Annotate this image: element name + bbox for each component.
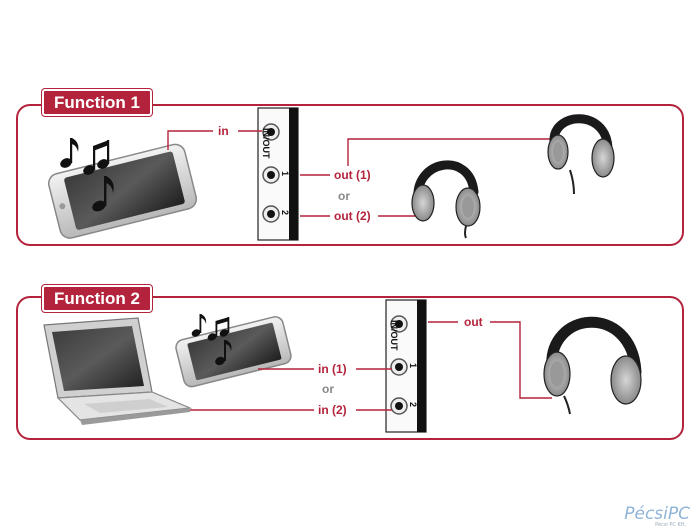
function-1-title: Function 1 <box>42 89 152 116</box>
port-jack-2 <box>390 397 408 415</box>
port-header-label-1: IN/OUT <box>261 128 271 159</box>
smartphone-icon <box>47 143 198 239</box>
laptop-icon <box>43 317 193 425</box>
watermark-logo: PécsiPC Pécsi PC Kft. <box>624 504 690 528</box>
port-jack-1 <box>262 166 280 184</box>
headphones-icon <box>411 160 481 239</box>
smartphone-icon <box>175 316 292 388</box>
port-jack-1 <box>390 358 408 376</box>
label-out: out <box>464 315 483 329</box>
cables-function-2 <box>190 321 552 411</box>
port-jack-2 <box>262 205 280 223</box>
headphones-icon <box>543 316 642 415</box>
label-in-1: in (1) <box>318 362 347 376</box>
music-notes-icon <box>191 314 232 366</box>
port-number-1: 1 <box>408 363 418 369</box>
port-header-label-2: IN/OUT <box>389 320 399 351</box>
watermark-tagline: Pécsi PC Kft. <box>655 522 686 528</box>
label-in: in <box>218 124 229 138</box>
port-number-2: 2 <box>280 210 290 216</box>
label-out-1: out (1) <box>334 168 371 182</box>
label-or: or <box>322 382 334 396</box>
port-box-1 <box>257 107 299 241</box>
music-notes-icon <box>60 138 114 212</box>
label-out-2: out (2) <box>334 209 371 223</box>
port-jack-in-out <box>390 315 408 333</box>
function-2-title: Function 2 <box>42 285 152 312</box>
headphones-icon <box>547 114 615 195</box>
port-number-2: 2 <box>408 402 418 408</box>
label-in-2: in (2) <box>318 403 347 417</box>
label-or: or <box>338 189 350 203</box>
cables-function-1 <box>167 130 550 217</box>
port-jack-in <box>262 123 280 141</box>
watermark-brand: PécsiPC <box>624 504 690 524</box>
port-box-2 <box>385 299 427 433</box>
port-number-1: 1 <box>280 171 290 177</box>
